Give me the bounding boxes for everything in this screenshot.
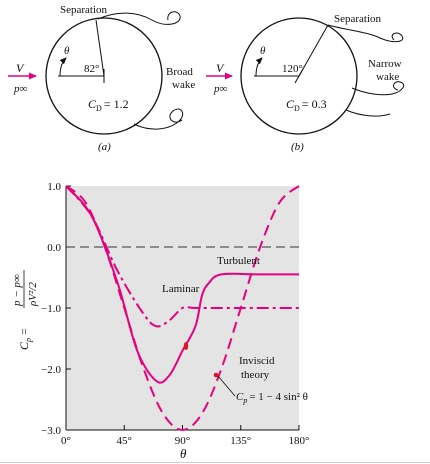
y-tick-labels: 1.0 0.0 −1.0 −2.0 −3.0	[41, 181, 61, 437]
pressure-label-b: p∞	[213, 83, 228, 95]
vortex-top-b	[327, 24, 404, 43]
velocity-label-a: V	[16, 61, 25, 75]
formula-leader	[217, 375, 236, 397]
x-axis-label: θ	[180, 446, 187, 461]
x-tick-labels: 0° 45° 90° 135° 180°	[61, 435, 309, 447]
y-tick-label: −2.0	[41, 364, 61, 376]
wake-label-b-1: Narrow	[368, 58, 402, 70]
vortex-top-a	[97, 11, 181, 25]
angle-label-a: 82°	[84, 63, 99, 75]
cylinder-b	[240, 17, 358, 135]
theta-arrow-a	[59, 57, 67, 77]
svg-text:Cp =: Cp =	[17, 328, 33, 350]
series-lines	[65, 185, 300, 432]
caption-b: (b)	[291, 141, 304, 153]
vortex-mid-b	[351, 81, 405, 96]
separation-label-a: Separation	[60, 4, 108, 16]
y-tick-label: 0.0	[47, 242, 61, 254]
diagram-b: V p∞ θ 120° Separation Narrow wake CD= 0…	[206, 13, 405, 153]
data-dot-1	[183, 342, 189, 350]
y-axis-label: Cp = p − p∞ ρV²/2	[11, 270, 39, 350]
y-tick-label: −1.0	[41, 303, 61, 315]
series-inviscid-theory	[65, 185, 300, 432]
vortex-bottom-a	[133, 108, 184, 130]
wake-label-b-2: wake	[376, 71, 399, 83]
vortex-bottom-b	[345, 109, 391, 117]
cd-label-a: CD= 1.2	[88, 97, 129, 113]
y-label-numerator: p − p∞	[11, 274, 23, 307]
inviscid-annotation-1: Inviscid	[239, 355, 275, 367]
x-tick-label: 135°	[230, 435, 251, 447]
wake-label-a-1: Broad	[166, 66, 193, 78]
laminar-annotation: Laminar	[162, 283, 200, 295]
bottom-rule	[0, 462, 430, 463]
cylinder-a	[45, 17, 163, 135]
separation-radius-b	[298, 24, 329, 77]
angle-label-b: 120°	[282, 63, 303, 75]
x-tick-label: 45°	[117, 435, 132, 447]
velocity-label-b: V	[216, 61, 225, 75]
center-tick-b	[294, 68, 304, 84]
cp-chart: 1.0 0.0 −1.0 −2.0 −3.0 0° 45° 90° 135° 180° Cp =…	[11, 181, 309, 461]
cd-label-b: CD= 0.3	[286, 97, 327, 113]
theta-arrow-b	[255, 57, 263, 77]
series-turbulent	[65, 185, 299, 384]
wake-label-a-2: wake	[172, 79, 195, 91]
separation-radius-a	[95, 19, 105, 77]
y-tick-label: 1.0	[47, 181, 61, 193]
pressure-label-a: p∞	[13, 83, 28, 95]
data-dot-2	[213, 372, 219, 378]
diagram-a: V p∞ θ 82° Separation Broad wake CD= 1.2…	[8, 4, 195, 153]
x-tick-label: 90°	[175, 435, 190, 447]
theta-label-b: θ	[260, 45, 266, 57]
y-tick-label: −3.0	[41, 425, 61, 437]
series-laminar	[65, 185, 299, 328]
caption-a: (a)	[98, 141, 111, 153]
x-tick-label: 180°	[289, 435, 310, 447]
turbulent-annotation: Turbulent	[217, 255, 260, 267]
x-tick-label: 0°	[61, 435, 71, 447]
theta-label-a: θ	[64, 45, 70, 57]
y-label-denominator: ρV²/2	[27, 282, 39, 307]
inviscid-annotation-2: theory	[241, 369, 270, 381]
separation-label-b: Separation	[334, 13, 382, 25]
formula-annotation: Cp= 1 − 4 sin² θ	[236, 391, 308, 405]
